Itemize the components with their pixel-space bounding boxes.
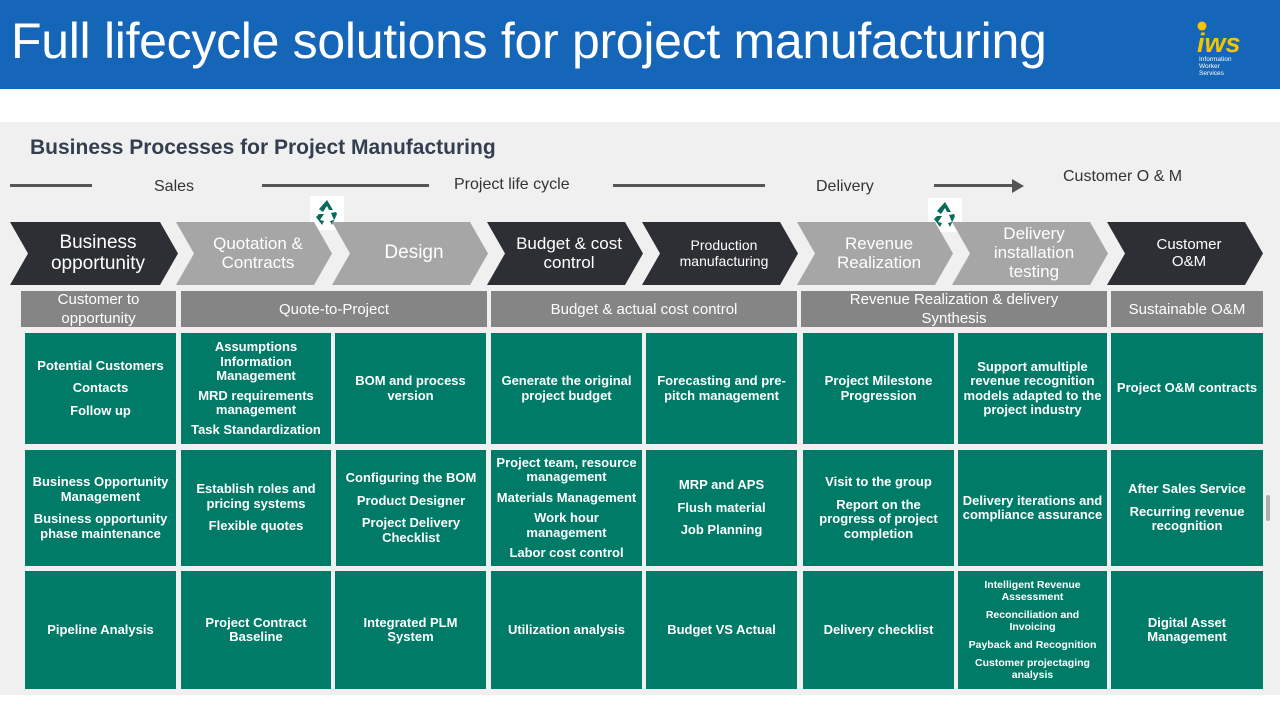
process-cell: Budget VS Actual bbox=[646, 571, 797, 689]
timeline-line bbox=[934, 184, 1014, 187]
group-header-budget-actual-cost: Budget & actual cost control bbox=[491, 291, 797, 327]
group-header-sustainable-om: Sustainable O&M bbox=[1111, 291, 1263, 327]
process-cell: Potential Customers Contacts Follow up bbox=[25, 333, 176, 444]
stage-label: Customer O&M bbox=[1156, 236, 1222, 270]
stage-label: Revenue Realization bbox=[836, 233, 922, 272]
timeline-label-delivery: Delivery bbox=[816, 178, 874, 195]
process-cell: Visit to the group Report on the progres… bbox=[803, 450, 954, 566]
stage-chevron-budget-cost-control: Budget & cost control bbox=[487, 222, 643, 285]
process-cell: Support amultiple revenue recognition mo… bbox=[958, 333, 1107, 444]
process-cell: Pipeline Analysis bbox=[25, 571, 176, 689]
stage-chevron-production-manufacturing: Production manufacturing bbox=[642, 222, 798, 285]
stage-chevron-customer-om: Customer O&M bbox=[1107, 222, 1263, 285]
process-cell: MRP and APS Flush material Job Planning bbox=[646, 450, 797, 566]
process-cell: BOM and process version bbox=[335, 333, 486, 444]
group-header-quote-to-project: Quote-to-Project bbox=[181, 291, 487, 327]
stage-label: Delivery installation testing bbox=[993, 224, 1075, 281]
stage-chevron-design: Design bbox=[332, 222, 488, 285]
timeline-label-customer-om: Customer O & M bbox=[1063, 168, 1183, 185]
stage-label: Production manufacturing bbox=[679, 237, 769, 269]
timeline-line bbox=[262, 184, 429, 187]
process-cell: Delivery checklist bbox=[803, 571, 954, 689]
timeline-label-project-life-cycle: Project life cycle bbox=[454, 176, 570, 193]
group-header-customer-to-opportunity: Customer to opportunity bbox=[21, 291, 176, 327]
process-cell: Business Opportunity Management Business… bbox=[25, 450, 176, 566]
process-cell: Forecasting and pre-pitch management bbox=[646, 333, 797, 444]
stage-chevron-quotation-contracts: Quotation & Contracts bbox=[176, 222, 332, 285]
stage-label: Quotation & Contracts bbox=[213, 233, 303, 272]
process-cell: Delivery iterations and compliance assur… bbox=[958, 450, 1107, 566]
process-cell: Digital Asset Management bbox=[1111, 571, 1263, 689]
timeline-line bbox=[10, 184, 92, 187]
process-cell: Generate the original project budget bbox=[491, 333, 642, 444]
process-cell: Assumptions Information Management MRD r… bbox=[181, 333, 331, 444]
stage-chevron-business-opportunity: Business opportunity bbox=[10, 222, 178, 285]
timeline-line bbox=[613, 184, 765, 187]
svg-text:iws: iws bbox=[1197, 28, 1241, 56]
process-cell: Project O&M contracts bbox=[1111, 333, 1263, 444]
stage-label: Budget & cost control bbox=[516, 233, 622, 272]
process-cell: Intelligent Revenue Assessment Reconcili… bbox=[958, 571, 1107, 689]
recycle-icon bbox=[310, 196, 344, 230]
process-cell: Configuring the BOM Product Designer Pro… bbox=[336, 450, 486, 566]
page-title: Full lifecycle solutions for project man… bbox=[11, 13, 1047, 69]
timeline-label-sales: Sales bbox=[154, 178, 195, 195]
title-bar: Full lifecycle solutions for project man… bbox=[0, 0, 1280, 89]
stage-chevron-revenue-realization: Revenue Realization bbox=[797, 222, 953, 285]
edge-marker bbox=[1266, 495, 1270, 521]
process-cell: Project Milestone Progression bbox=[803, 333, 954, 444]
process-cell: Integrated PLM System bbox=[335, 571, 486, 689]
section-title: Business Processes for Project Manufactu… bbox=[30, 136, 496, 159]
iws-logo-mark: iws bbox=[1197, 21, 1241, 56]
stage-label: Business opportunity bbox=[50, 231, 145, 274]
process-cell: After Sales Service Recurring revenue re… bbox=[1111, 450, 1263, 566]
process-cell: Project Contract Baseline bbox=[181, 571, 331, 689]
group-header-revenue-realization-delivery: Revenue Realization & delivery Synthesis bbox=[801, 291, 1107, 327]
process-cell: Project team, resource management Materi… bbox=[491, 450, 642, 566]
process-cell: Establish roles and pricing systems Flex… bbox=[181, 450, 331, 566]
stage-chevron-delivery-installation-testing: Delivery installation testing bbox=[952, 222, 1108, 285]
timeline-arrowhead bbox=[1012, 179, 1024, 193]
stage-label: Design bbox=[384, 242, 444, 264]
process-cell: Utilization analysis bbox=[491, 571, 642, 689]
